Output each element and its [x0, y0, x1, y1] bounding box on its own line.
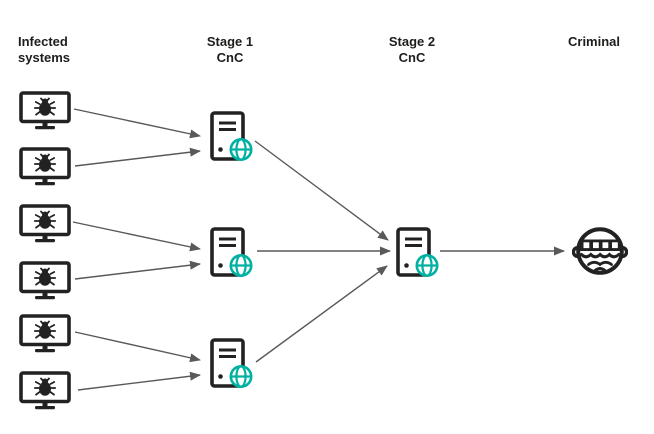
header-infected-systems: Infected systems [18, 34, 70, 66]
stage1-server-2-icon [210, 227, 253, 278]
edge-monitor4-server2 [74, 260, 201, 280]
edge-monitor6-server3 [77, 371, 201, 391]
edges-stage1-to-stage2 [254, 140, 391, 363]
header-line: CnC [398, 50, 426, 65]
infected-monitor-1-bug-icon [19, 91, 71, 131]
stage1-server-3-icon [210, 338, 253, 389]
stage1-server-1-icon [210, 111, 253, 162]
header-line: Stage 2 [388, 34, 436, 49]
edge-monitor2-server1 [74, 147, 201, 167]
infected-monitor-4-bug-icon [19, 261, 71, 301]
header-line: Criminal [567, 34, 621, 49]
header-stage2-cnc: Stage 2 CnC [389, 34, 435, 66]
infected-monitor-3-bug-icon [19, 204, 71, 244]
edge-server1-stage2 [254, 140, 389, 241]
header-criminal: Criminal [568, 34, 620, 50]
infected-monitor-5-bug-icon [19, 314, 71, 354]
edge-monitor1-server1 [73, 108, 201, 139]
infected-monitor-6-bug-icon [19, 371, 71, 411]
edge-monitor3-server2 [72, 221, 201, 252]
header-stage1-cnc: Stage 1 CnC [207, 34, 253, 66]
header-line: systems [18, 50, 71, 65]
infected-monitor-2-bug-icon [19, 147, 71, 187]
header-line: Stage 1 [206, 34, 254, 49]
edges-infected-to-stage1 [72, 108, 201, 391]
stage2-server-icon [396, 227, 440, 278]
criminal-burglar-icon [572, 227, 628, 275]
header-line: CnC [216, 50, 244, 65]
header-line: Infected [18, 34, 68, 49]
edge-server3-stage2 [255, 265, 388, 363]
edge-monitor5-server3 [74, 331, 201, 363]
